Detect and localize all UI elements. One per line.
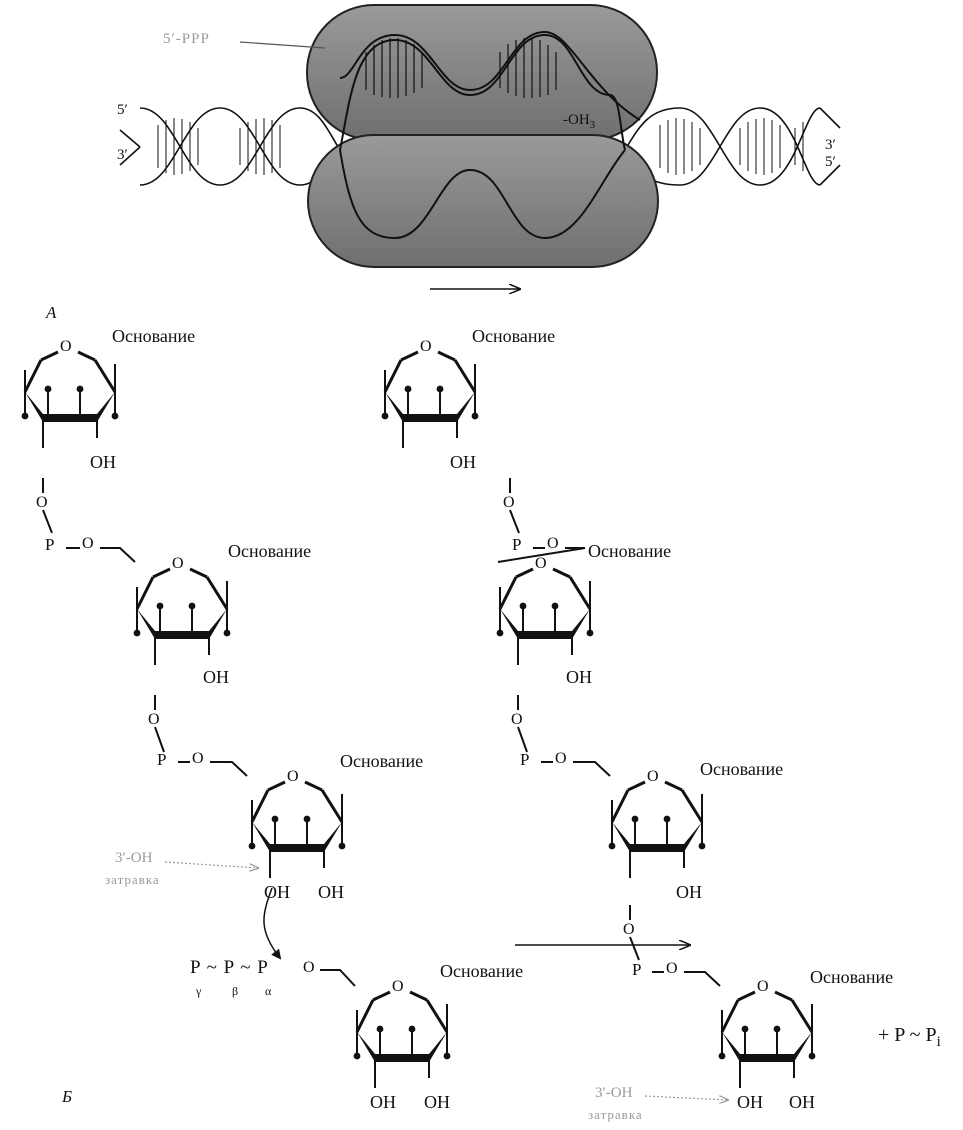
alpha-label: α [265,984,272,998]
phosphorus-left-1: P [45,535,55,554]
ring-oxygen-right-3: O [647,768,659,785]
oxygen-link-left-1: O [36,494,48,511]
nucleotide-right-3 [607,780,707,880]
pyrophosphate-label: + P ~ Pi [878,1024,941,1050]
three-prime-oh-label: -OH3 [563,112,596,131]
base-label-incoming: Основание [440,961,524,981]
right-strand-bottom-end: 5′ [825,154,836,170]
phosphorus-right-3: P [632,960,642,979]
oh-right-3: OH [676,882,702,902]
oxygen-link-right-1: O [503,494,515,511]
nucleotide-incoming [352,990,452,1090]
ring-oxygen-left-3: O [287,768,299,785]
nucleotide-left-1 [20,350,120,450]
phosphorus-right-2: P [520,750,530,769]
oh-right-1: OH [450,452,476,472]
base-label-right-3: Основание [700,759,784,779]
oxygen-link-left-2: O [148,711,160,728]
dna-helix-left [119,107,341,186]
panel-a-letter: A [46,303,57,322]
right-strand-top-end: 3′ [825,137,836,153]
left-strand-bottom-end: 3′ [117,147,128,163]
ring-oxygen-left-2: O [172,555,184,572]
primer-oh-right: OH [737,1092,763,1112]
base-label-left-1: Основание [112,326,196,346]
oh-right-4: OH [789,1092,815,1112]
oh-left-1: OH [90,452,116,472]
oh-incoming-2: OH [424,1092,450,1112]
phosphorus-right-1: P [512,535,522,554]
nucleotide-right-1 [380,350,480,450]
ring-oxygen-left-1: O [60,338,72,355]
beta-label: β [232,984,239,998]
base-label-left-2: Основание [228,541,312,561]
oh-left-3: OH [318,882,344,902]
dna-helix-right [624,107,841,186]
base-label-left-3: Основание [340,751,424,771]
gamma-label: γ [196,984,202,998]
panel-b-letter: Б [62,1087,73,1106]
primer-oh-left: OH [264,882,290,902]
primer-word-right: затравка [588,1107,643,1122]
base-label-right-4: Основание [810,967,894,987]
oxygen-ester-left-2: O [192,750,204,767]
panel-a-replication-bubble [119,4,841,289]
base-label-right-2: Основание [588,541,672,561]
ring-oxygen-right-1: O [420,338,432,355]
rna-polymerase-bottom-lobe [307,134,659,268]
triphosphate-label: P ~ P ~ P [190,957,269,978]
strands-in-enzyme [339,30,641,240]
primer-label-left: 3′-OH [115,850,153,866]
primer-label-right: 3′-OH [595,1085,633,1101]
rna-polymerase-top-lobe [306,4,658,141]
ring-oxygen-incoming: O [392,978,404,995]
oxygen-ester-right-2: O [555,750,567,767]
oxygen-link-right-3: O [623,921,635,938]
nucleotide-left-3 [247,780,347,880]
base-label-right-1: Основание [472,326,556,346]
phosphorus-left-2: P [157,750,167,769]
left-strand-top-end: 5′ [117,102,128,118]
oh-left-2: OH [203,667,229,687]
nucleotide-left-2 [132,567,232,667]
ring-oxygen-right-4: O [757,978,769,995]
attack-arrow [263,887,282,960]
nucleotide-right-4 [717,990,817,1090]
oxygen-link-right-2: O [511,711,523,728]
oxygen-ester-incoming: O [303,959,315,976]
oxygen-ester-left-1: O [82,535,94,552]
oh-incoming-3: OH [370,1092,396,1112]
primer-word-left: затравка [105,872,160,887]
panel-b-chains [20,350,817,1100]
oh-right-2: OH [566,667,592,687]
oxygen-ester-right-3: O [666,960,678,977]
five-prime-triphosphate-label: 5′-PPP [163,31,210,47]
nucleotide-right-2 [495,567,595,667]
ring-oxygen-right-2: O [535,555,547,572]
oxygen-ester-right-1: O [547,535,559,552]
